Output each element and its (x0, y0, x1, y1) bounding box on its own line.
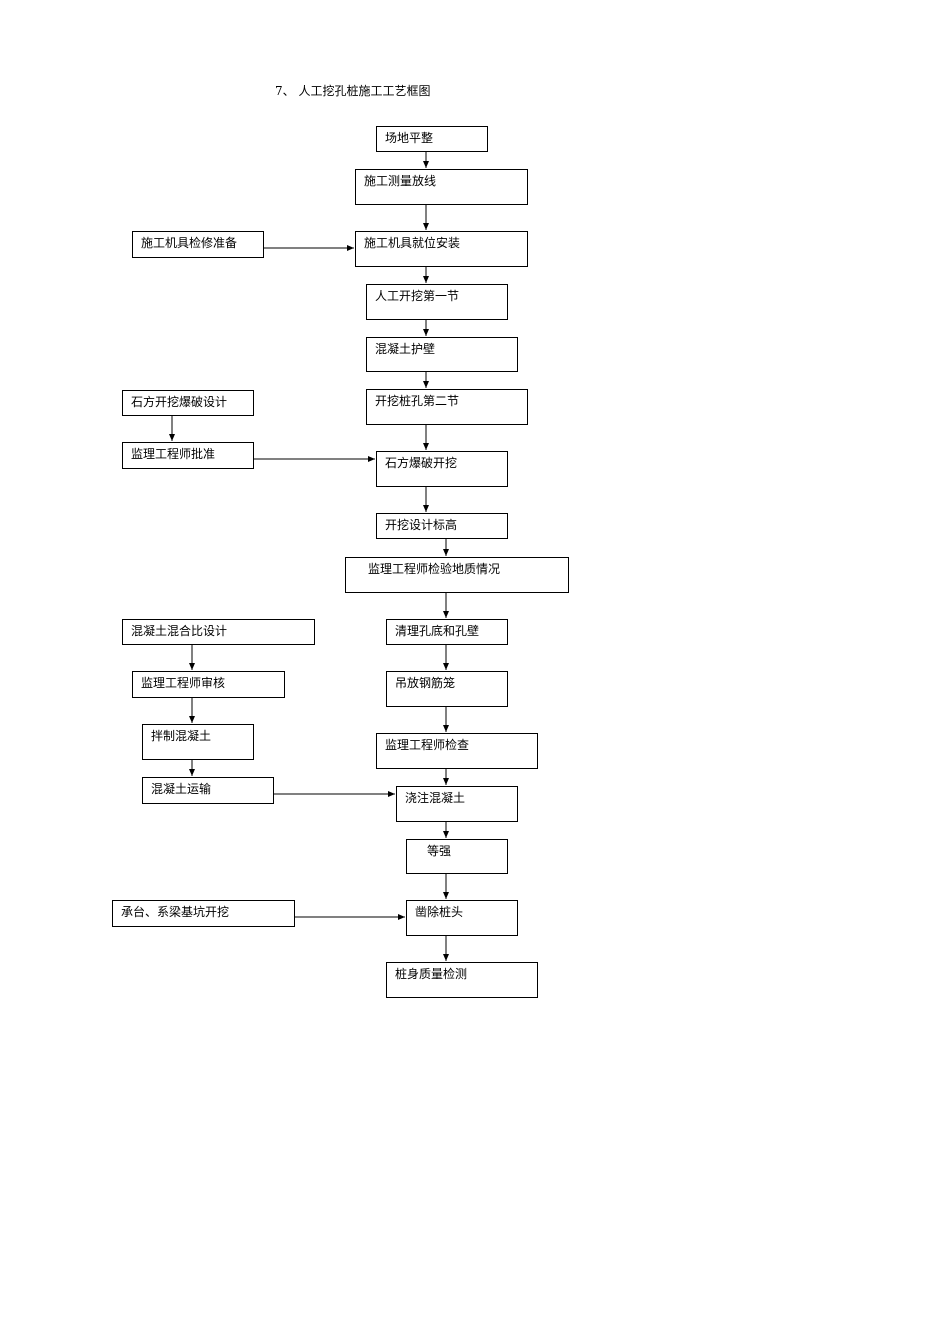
flow-node-box (386, 619, 508, 645)
flow-node-box (122, 619, 315, 645)
flow-node-n8: 开挖设计标高 (376, 513, 508, 539)
flow-node-label: 开挖设计标高 (385, 517, 457, 532)
flow-node-box (386, 671, 508, 707)
flow-node-label: 监理工程师批准 (131, 446, 215, 461)
flow-node-label: 浇注混凝土 (405, 790, 465, 805)
flow-node-s8: 承台、系梁基坑开挖 (112, 900, 295, 927)
flow-node-box (366, 337, 518, 372)
flow-node-label: 凿除桩头 (415, 904, 463, 919)
flow-node-label: 场地平整 (385, 130, 433, 145)
flow-node-n5: 混凝土护壁 (366, 337, 518, 372)
flow-node-box (376, 126, 488, 152)
flow-node-box (355, 169, 528, 205)
flow-node-n2: 施工测量放线 (355, 169, 528, 205)
flow-node-s7: 混凝土运输 (142, 777, 274, 804)
flow-node-n13: 浇注混凝土 (396, 786, 518, 822)
flow-node-label: 监理工程师检查 (385, 737, 469, 752)
flow-node-box (386, 962, 538, 998)
flow-node-n12: 监理工程师检查 (376, 733, 538, 769)
flow-node-s3: 监理工程师批准 (122, 442, 254, 469)
flow-node-label: 等强 (427, 844, 451, 858)
flow-node-label: 石方开挖爆破设计 (131, 394, 227, 409)
flow-node-label: 拌制混凝土 (151, 728, 211, 743)
flow-node-label: 开挖桩孔第二节 (375, 393, 459, 408)
flow-node-box (345, 557, 569, 593)
flow-node-label: 施工机具检修准备 (141, 235, 237, 250)
flow-node-label: 人工开挖第一节 (375, 288, 459, 303)
flow-node-s2: 石方开挖爆破设计 (122, 390, 254, 416)
flow-node-s1: 施工机具检修准备 (132, 231, 264, 258)
flow-node-box (132, 671, 285, 698)
flow-node-box (406, 900, 518, 936)
flow-node-s4: 混凝土混合比设计 (122, 619, 315, 645)
flow-node-label: 桩身质量检测 (395, 966, 467, 981)
flow-node-n16: 桩身质量检测 (386, 962, 538, 998)
flow-node-box (142, 724, 254, 760)
flow-node-label: 清理孔底和孔壁 (395, 623, 479, 638)
flow-node-label: 承台、系梁基坑开挖 (121, 904, 229, 919)
flow-node-box (366, 284, 508, 320)
flow-node-n15: 凿除桩头 (406, 900, 518, 936)
flow-node-s6: 拌制混凝土 (142, 724, 254, 760)
flow-node-box (142, 777, 274, 804)
flow-node-box (376, 451, 508, 487)
flow-node-label: 吊放钢筋笼 (395, 675, 455, 690)
flow-node-box (122, 390, 254, 416)
flow-node-n7: 石方爆破开挖 (376, 451, 508, 487)
flow-node-label: 施工机具就位安装 (364, 235, 460, 250)
flow-node-label: 施工测量放线 (364, 173, 436, 188)
flow-node-box (132, 231, 264, 258)
flow-node-box (366, 389, 528, 425)
flow-node-n10: 清理孔底和孔壁 (386, 619, 508, 645)
flow-node-label: 混凝土运输 (151, 781, 211, 796)
flow-node-box (406, 839, 508, 874)
flow-node-s5: 监理工程师审核 (132, 671, 285, 698)
diagram-title: 7、 人工挖孔桩施工工艺框图 (275, 84, 431, 98)
flow-node-label: 混凝土混合比设计 (131, 623, 227, 638)
flow-node-label: 监理工程师审核 (141, 675, 225, 690)
flow-node-n3: 施工机具就位安装 (355, 231, 528, 267)
flow-node-n4: 人工开挖第一节 (366, 284, 508, 320)
flow-node-n6: 开挖桩孔第二节 (366, 389, 528, 425)
flow-node-n14: 等强 (406, 839, 508, 874)
flow-node-box (376, 513, 508, 539)
flow-node-box (355, 231, 528, 267)
flow-node-box (396, 786, 518, 822)
flow-node-n1: 场地平整 (376, 126, 488, 152)
flow-node-n9: 监理工程师检验地质情况 (345, 557, 569, 593)
flow-node-box (112, 900, 295, 927)
flow-node-label: 石方爆破开挖 (385, 455, 457, 470)
flow-node-label: 混凝土护壁 (375, 341, 435, 356)
flow-node-n11: 吊放钢筋笼 (386, 671, 508, 707)
flow-node-box (376, 733, 538, 769)
flow-node-box (122, 442, 254, 469)
flow-node-label: 监理工程师检验地质情况 (368, 561, 500, 576)
